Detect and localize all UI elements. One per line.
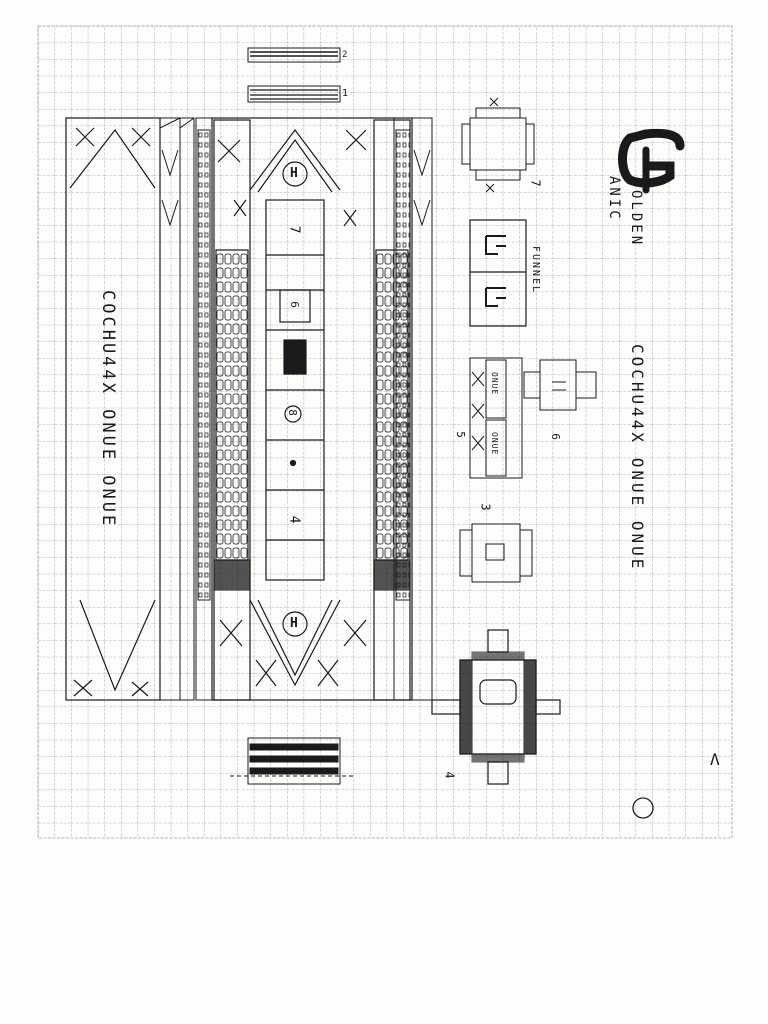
deck-number-1: 7 [286, 225, 302, 234]
part-4 [431, 629, 561, 785]
panel-word-2: ONUE [490, 432, 499, 456]
title-main: COCHU44X ONUE ONUE [98, 290, 118, 529]
deck-badge-bow: H [290, 166, 298, 181]
part-cross-6 [523, 359, 597, 411]
bottom-strip [230, 737, 356, 785]
part-3 [459, 523, 533, 583]
part-box-top [461, 97, 535, 193]
signature-mark: Λ [710, 750, 720, 769]
panel-word-1: ONUE [490, 372, 499, 396]
brand-line-2: ANIC [606, 176, 622, 222]
part-number-6: 6 [548, 433, 562, 440]
title-side: COCHU44X ONUE ONUE [628, 344, 647, 572]
deck-number-2: 6 [287, 301, 301, 308]
top-strips [247, 47, 341, 103]
part-panels-5 [469, 357, 523, 479]
brand-line-1: OLDEN [628, 190, 644, 248]
deck-number-4: 4 [286, 515, 302, 524]
part-number-4: 4 [442, 771, 457, 779]
registration-circle [632, 797, 654, 819]
deck-badge-stern: H [290, 616, 298, 631]
funnel-panel [469, 219, 527, 327]
brand-logo [618, 128, 685, 194]
part-number-5: 5 [453, 431, 467, 438]
part-number-2: 2 [342, 50, 348, 60]
part-number-7: 7 [528, 179, 543, 187]
funnel-label: FUNNEL [530, 246, 541, 295]
deck-number-3: 8 [285, 409, 299, 416]
right-strips [393, 117, 433, 701]
part-number-1: 1 [342, 88, 349, 99]
part-number-3: 3 [478, 503, 493, 511]
